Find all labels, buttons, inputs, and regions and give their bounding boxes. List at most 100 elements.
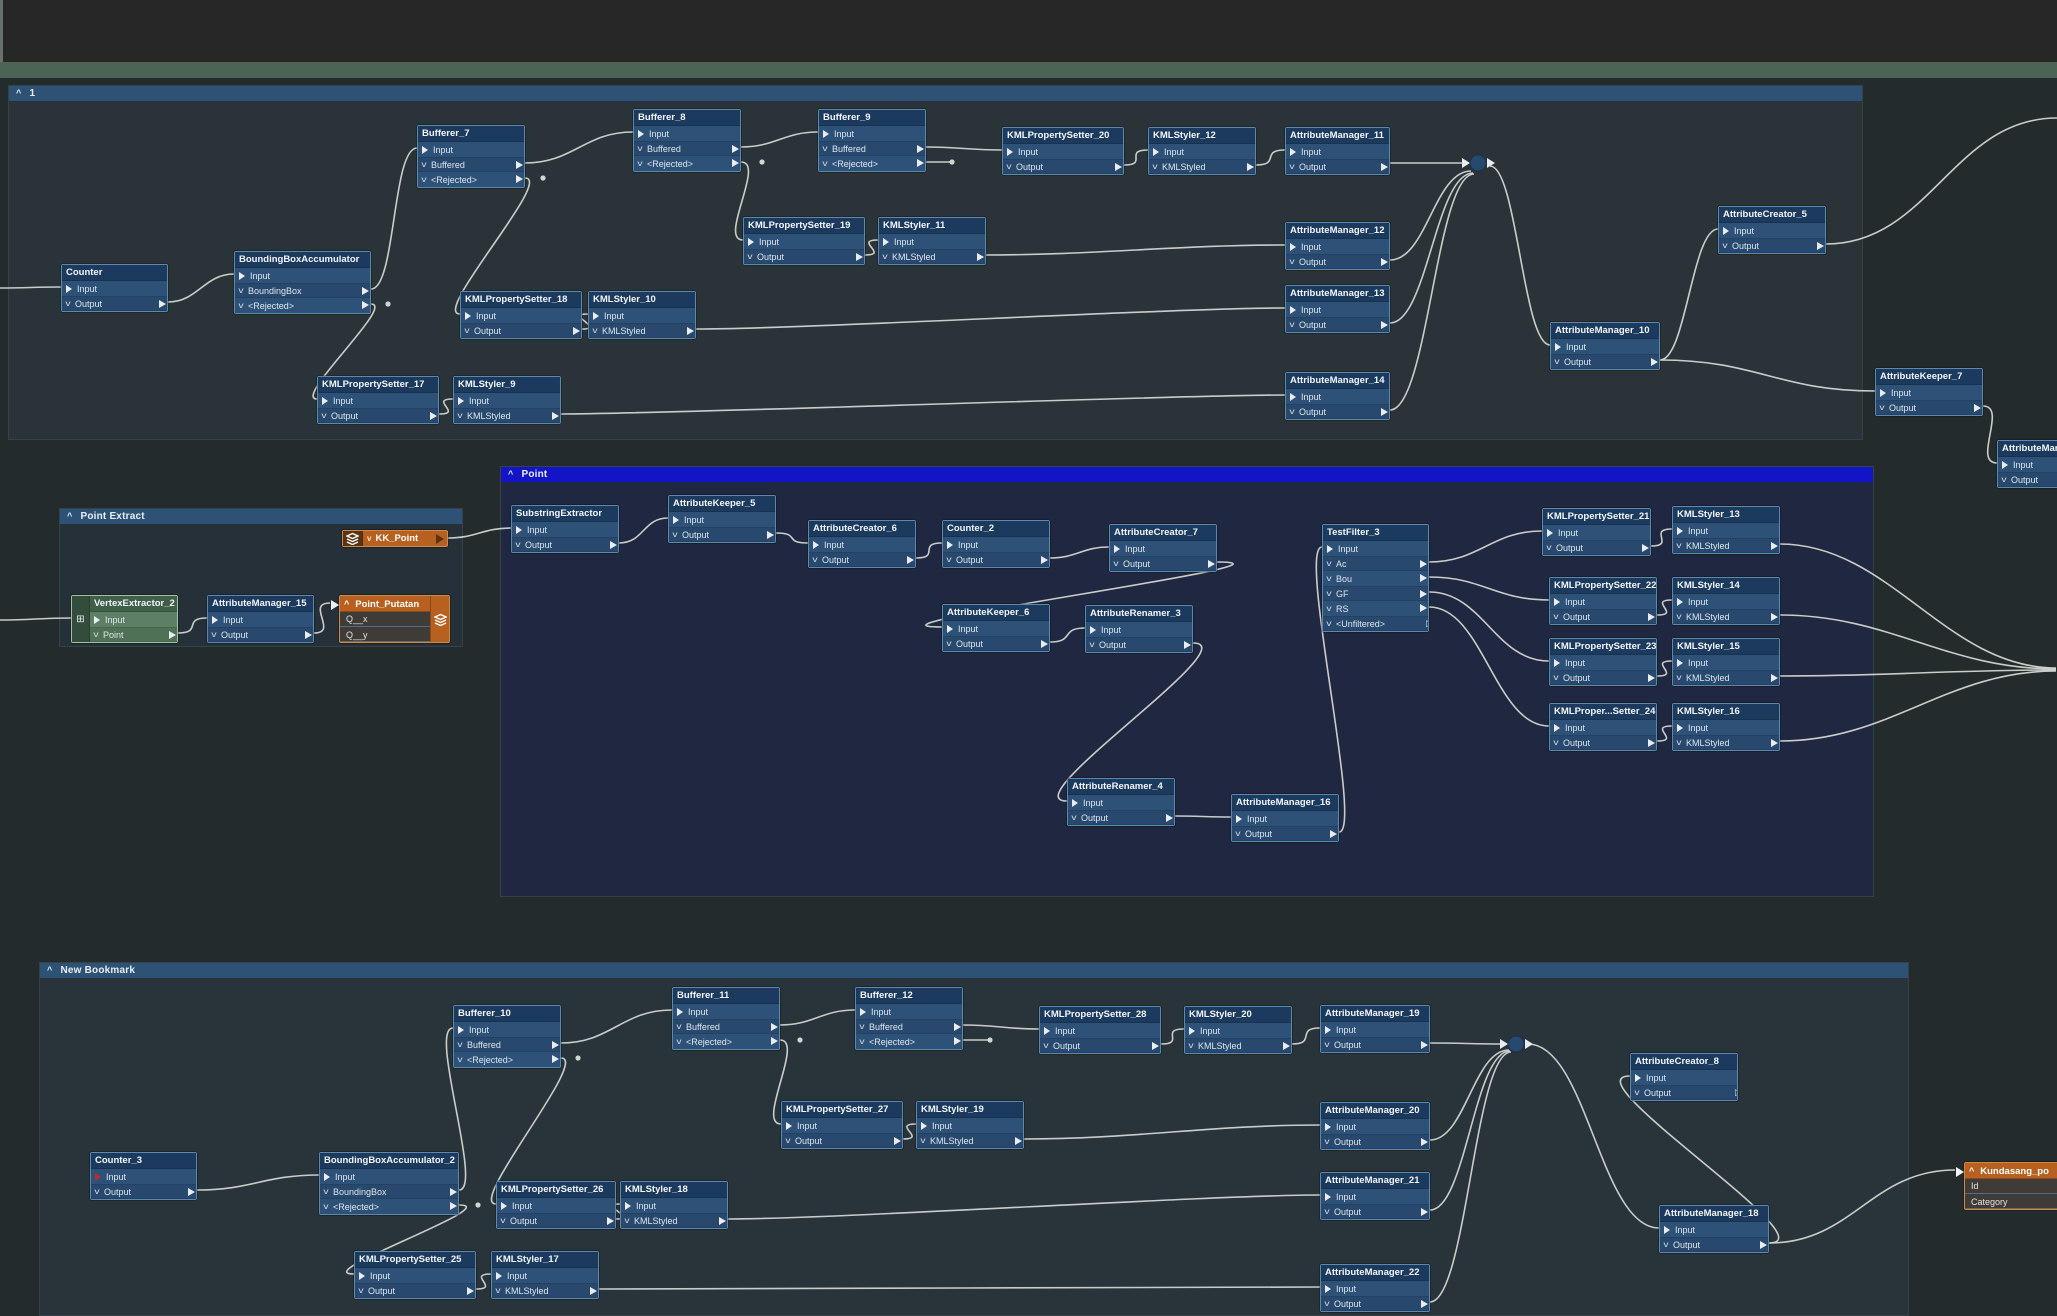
input-arrow-icon[interactable] xyxy=(331,600,339,610)
chevron-down-icon[interactable]: v xyxy=(676,1036,682,1046)
wire[interactable] xyxy=(1779,669,2057,677)
chevron-down-icon[interactable]: v xyxy=(637,143,643,153)
output-arrow-icon[interactable] xyxy=(954,1023,961,1031)
wire[interactable] xyxy=(524,131,634,164)
port-input[interactable]: Input xyxy=(497,1198,615,1213)
wire[interactable] xyxy=(962,1024,1040,1030)
port-input[interactable]: Input xyxy=(62,281,167,296)
port-input[interactable]: Input xyxy=(1550,720,1656,735)
port-rejected[interactable]: v<Rejected> xyxy=(320,1199,458,1214)
port-input[interactable]: Input xyxy=(461,308,581,323)
output-arrow-icon[interactable] xyxy=(552,1055,559,1063)
chevron-down-icon[interactable]: v xyxy=(637,158,643,168)
output-arrow-icon[interactable] xyxy=(1420,590,1427,598)
port-input[interactable]: Input xyxy=(454,1022,560,1037)
wire[interactable] xyxy=(312,303,376,400)
wire[interactable] xyxy=(740,131,819,148)
chevron-down-icon[interactable]: v xyxy=(1663,1239,1669,1249)
wire[interactable] xyxy=(915,542,943,559)
port-input[interactable]: Input xyxy=(1673,720,1779,735)
port-input[interactable]: Input xyxy=(1551,339,1659,354)
port-input[interactable]: Input xyxy=(879,234,985,249)
output-arrow-icon[interactable] xyxy=(1421,1300,1428,1308)
port-input[interactable]: Input xyxy=(669,512,775,527)
chevron-down-icon[interactable]: v xyxy=(321,410,327,420)
chevron-down-icon[interactable]: v xyxy=(592,325,598,335)
chevron-down-icon[interactable]: v xyxy=(421,174,427,184)
wire[interactable] xyxy=(1527,1043,1660,1229)
output-arrow-icon[interactable] xyxy=(977,253,984,261)
wire[interactable] xyxy=(1174,815,1232,818)
port-input[interactable]: Input xyxy=(1321,1281,1429,1296)
chevron-down-icon[interactable]: v xyxy=(1289,319,1295,329)
chevron-down-icon[interactable]: v xyxy=(672,529,678,539)
port-input[interactable]: Input xyxy=(809,537,915,552)
output-arrow-icon[interactable] xyxy=(188,1188,195,1196)
port-rejected[interactable]: v<Rejected> xyxy=(634,156,740,171)
output-arrow-icon[interactable] xyxy=(159,300,166,308)
chevron-down-icon[interactable]: v xyxy=(822,158,828,168)
chevron-down-icon[interactable]: v xyxy=(1553,737,1559,747)
port-input[interactable]: Input xyxy=(1068,795,1174,810)
port-input[interactable]: Input xyxy=(744,234,864,249)
port-input[interactable]: Input xyxy=(1286,239,1389,254)
port-input[interactable]: Input xyxy=(1673,655,1779,670)
wire[interactable] xyxy=(490,1057,567,1205)
wire[interactable] xyxy=(1160,1028,1185,1045)
output-arrow-icon[interactable] xyxy=(467,1287,474,1295)
wire[interactable] xyxy=(454,177,531,315)
wire[interactable] xyxy=(560,394,1286,415)
wire[interactable] xyxy=(1779,670,2057,742)
chevron-down-icon[interactable]: v xyxy=(1879,402,1885,412)
port-input[interactable]: Input xyxy=(1232,811,1338,826)
wire[interactable] xyxy=(1619,1075,1780,1244)
output-arrow-icon[interactable] xyxy=(1771,674,1778,682)
port-input[interactable]: Input xyxy=(1321,1022,1429,1037)
chevron-down-icon[interactable]: v xyxy=(822,143,828,153)
port-input[interactable]: Input xyxy=(621,1198,727,1213)
port-input[interactable]: Input xyxy=(1673,594,1779,609)
chevron-down-icon[interactable]: v xyxy=(859,1036,865,1046)
wire[interactable] xyxy=(475,1273,492,1290)
chevron-down-icon[interactable]: v xyxy=(1326,618,1332,628)
chevron-down-icon[interactable]: v xyxy=(1546,542,1552,552)
wire[interactable] xyxy=(1825,117,2057,245)
chevron-down-icon[interactable]: v xyxy=(1326,603,1332,613)
wire[interactable] xyxy=(864,239,879,256)
wire[interactable] xyxy=(1389,172,1474,324)
port-input[interactable]: Input xyxy=(673,1004,779,1019)
port-input[interactable]: Input xyxy=(1286,389,1389,404)
output-arrow-icon[interactable] xyxy=(1015,1137,1022,1145)
wire[interactable] xyxy=(902,1123,917,1140)
chevron-down-icon[interactable]: v xyxy=(859,1021,865,1031)
chevron-down-icon[interactable]: v xyxy=(94,1186,100,1196)
wire[interactable] xyxy=(1768,1169,1956,1244)
bookmark-header-point-extract[interactable]: ^Point Extract xyxy=(60,509,462,524)
chevron-down-icon[interactable]: v xyxy=(495,1285,501,1295)
chevron-down-icon[interactable]: v xyxy=(946,554,952,564)
